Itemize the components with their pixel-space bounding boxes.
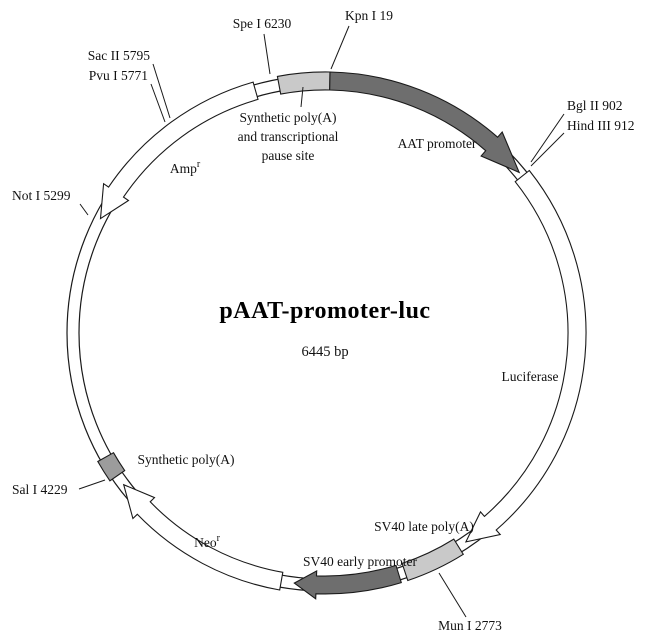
label-sal-i-4229: Sal I 4229 xyxy=(12,482,68,497)
label-hind-iii-912: Hind III 912 xyxy=(567,118,635,133)
leader-mun-i-2773 xyxy=(438,572,467,618)
plasmid-title: pAAT-promoter-luc xyxy=(219,298,430,324)
feature-luciferase xyxy=(464,169,587,543)
label-bgl-ii-902: Bgl II 902 xyxy=(567,98,623,113)
label-neo-label: Neor xyxy=(194,533,221,550)
feature-aat-promoter xyxy=(329,71,521,174)
label-kpn-i-19: Kpn I 19 xyxy=(345,8,393,23)
feature-neo xyxy=(122,483,284,591)
plasmid-features xyxy=(97,71,587,600)
label-luciferase-label: Luciferase xyxy=(502,369,559,384)
label-sv40-early-promoter-label: SV40 early promoter xyxy=(303,554,417,569)
feature-sv40-late-polya xyxy=(401,538,465,582)
label-aat-promoter-label: AAT promoter xyxy=(398,136,477,151)
leader-lines xyxy=(78,25,565,618)
label-spe-i-6230: Spe I 6230 xyxy=(233,16,292,31)
label-not-i-5299: Not I 5299 xyxy=(12,188,71,203)
feature-amp xyxy=(99,81,259,220)
leader-pvu-i-5771 xyxy=(150,83,166,123)
leader-kpn-i-19 xyxy=(330,25,350,70)
leader-spe-i-6230 xyxy=(263,33,271,75)
feature-synthetic-polya xyxy=(97,451,126,482)
plasmid-size-label: 6445 bp xyxy=(301,344,348,360)
label-sac-ii-5795: Sac II 5795 xyxy=(88,48,150,63)
leader-pause-site xyxy=(300,86,304,108)
leader-bgl-ii-902 xyxy=(530,113,565,163)
leader-not-i-5299 xyxy=(79,203,89,216)
label-mun-i-2773: Mun I 2773 xyxy=(438,618,502,633)
label-pause-site-line-3: pause site xyxy=(262,148,315,163)
label-pause-site-line-1: Synthetic poly(A) xyxy=(239,110,336,125)
feature-sv40-early-promoter xyxy=(293,564,402,600)
label-pause-site-line-2: and transcriptional xyxy=(238,129,339,144)
leader-sal-i-4229 xyxy=(78,479,106,490)
feature-synthetic-polya-pause-site xyxy=(276,71,331,95)
label-amp-label: Ampr xyxy=(170,159,201,176)
label-sv40-late-polya-label: SV40 late poly(A) xyxy=(374,519,474,534)
leader-sac-ii-5795 xyxy=(152,63,171,119)
label-synthetic-polya-label: Synthetic poly(A) xyxy=(137,452,234,467)
label-pvu-i-5771: Pvu I 5771 xyxy=(89,68,148,83)
leader-hind-iii-912 xyxy=(530,132,565,167)
